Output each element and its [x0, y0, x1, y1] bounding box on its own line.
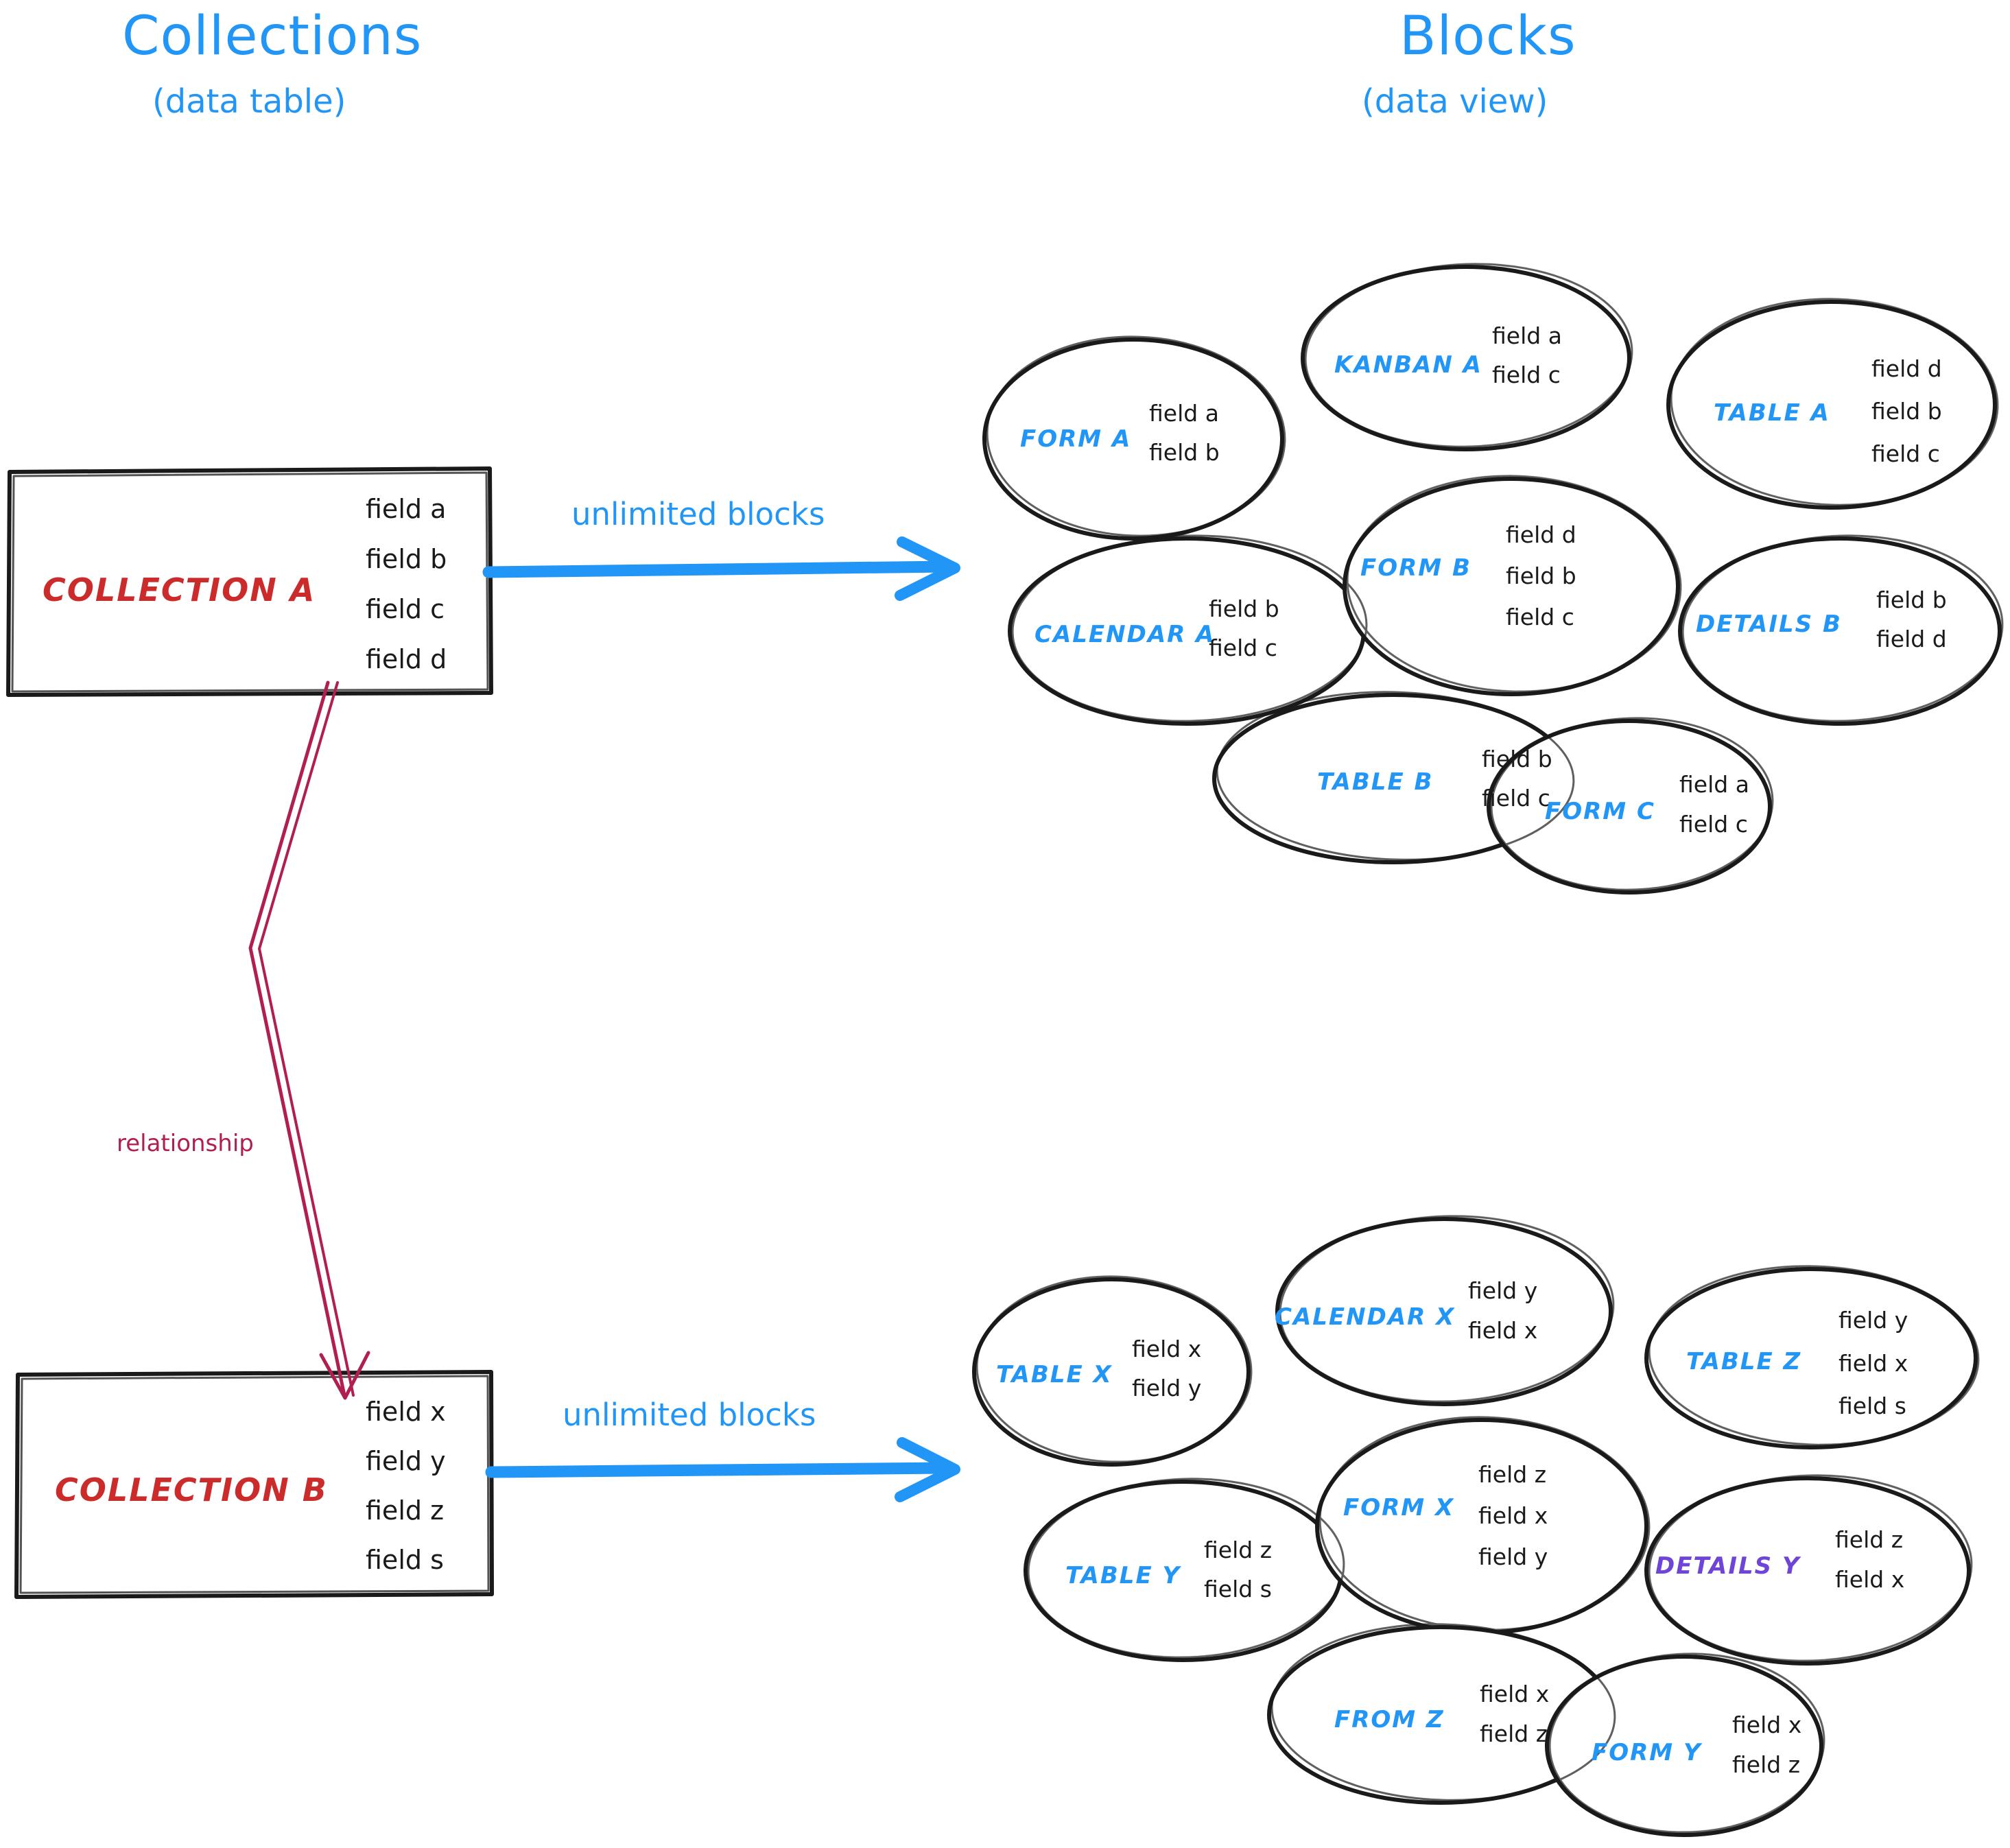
block-field-details-y-0: field z: [1835, 1526, 1904, 1553]
relationship-connector: [248, 680, 346, 1397]
block-field-form-a-1: field b: [1149, 439, 1220, 466]
block-label-table-x: TABLE X: [996, 1361, 1113, 1388]
block-field-kanban-a-1: field c: [1492, 362, 1561, 388]
block-ellipse-details-b: [1678, 536, 2002, 726]
block-label-calendar-x: CALENDAR X: [1275, 1303, 1456, 1331]
header-collections-subtitle: (data table): [152, 82, 346, 121]
arrow-label-a: unlimited blocks: [571, 496, 825, 532]
block-field-form-x-0: field z: [1478, 1461, 1547, 1488]
block-ellipse-form-b: [1343, 477, 1680, 696]
collection-a-field-3: field d: [366, 644, 447, 674]
block-field-calendar-x-0: field y: [1468, 1277, 1538, 1304]
block-ellipse-calendar-x: [1275, 1217, 1613, 1406]
collection-a-field-1: field b: [366, 544, 447, 574]
collection-a-name: COLLECTION A: [43, 571, 316, 608]
block-field-from-z-1: field z: [1480, 1720, 1548, 1747]
block-ellipse-kanban-a: [1301, 265, 1631, 451]
block-field-form-b-1: field b: [1506, 562, 1576, 589]
block-ellipse-table-x: [972, 1277, 1251, 1467]
block-field-table-b-1: field c: [1482, 785, 1550, 812]
block-field-details-b-1: field d: [1876, 626, 1947, 652]
collection-a-box-outline: [6, 466, 493, 697]
block-field-calendar-a-0: field b: [1209, 595, 1279, 622]
block-field-table-z-2: field s: [1838, 1393, 1906, 1419]
block-field-table-a-1: field b: [1871, 398, 1942, 425]
collection-b-name: COLLECTION B: [55, 1471, 328, 1508]
block-field-from-z-0: field x: [1480, 1681, 1550, 1707]
block-field-calendar-a-1: field c: [1209, 635, 1277, 661]
arrow-label-b: unlimited blocks: [563, 1397, 816, 1433]
block-field-calendar-x-1: field x: [1468, 1317, 1538, 1344]
block-ellipse-details-y: [1644, 1476, 1971, 1666]
block-field-table-x-1: field y: [1132, 1375, 1202, 1401]
block-ellipse-form-y: [1545, 1655, 1823, 1837]
header-blocks-subtitle: (data view): [1362, 82, 1548, 121]
relationship-arrowhead: [319, 1351, 370, 1400]
block-ellipse-form-a: [982, 337, 1284, 541]
block-field-form-b-0: field d: [1506, 521, 1576, 548]
block-label-table-b: TABLE B: [1317, 768, 1434, 796]
block-field-table-y-1: field s: [1204, 1576, 1272, 1602]
block-label-table-a: TABLE A: [1714, 399, 1830, 427]
block-field-table-y-0: field z: [1204, 1537, 1273, 1563]
block-field-table-z-0: field y: [1838, 1307, 1908, 1334]
block-label-form-y: FORM Y: [1592, 1739, 1702, 1766]
collection-a-field-2: field c: [366, 594, 445, 624]
relationship-label: relationship: [117, 1130, 254, 1157]
collection-b-field-1: field y: [366, 1446, 446, 1476]
block-field-form-a-0: field a: [1149, 400, 1219, 427]
block-field-form-x-1: field x: [1478, 1502, 1548, 1529]
collection-a-field-0: field a: [366, 494, 447, 524]
block-field-details-b-0: field b: [1876, 587, 1947, 613]
block-label-form-b: FORM B: [1360, 554, 1471, 582]
header-collections-title: Collections: [122, 5, 423, 67]
block-label-calendar-a: CALENDAR A: [1034, 621, 1216, 648]
block-field-table-b-0: field b: [1482, 746, 1552, 772]
block-field-table-x-0: field x: [1132, 1336, 1202, 1362]
block-field-form-b-2: field c: [1506, 604, 1574, 630]
collection-b-box-outline: [14, 1370, 494, 1599]
block-label-kanban-a: KANBAN A: [1334, 351, 1482, 379]
block-field-table-z-1: field x: [1838, 1350, 1908, 1377]
block-field-details-y-1: field x: [1835, 1566, 1905, 1593]
block-field-kanban-a-0: field a: [1492, 322, 1562, 349]
block-ellipse-table-z: [1644, 1267, 1978, 1449]
unlimited-blocks-arrow-b: [485, 1462, 953, 1478]
block-label-form-x: FORM X: [1343, 1494, 1455, 1521]
block-label-form-a: FORM A: [1020, 425, 1132, 453]
block-field-form-y-1: field z: [1732, 1751, 1801, 1778]
block-field-form-c-0: field a: [1679, 771, 1749, 798]
block-ellipse-form-c: [1487, 719, 1772, 895]
collection-b-field-3: field s: [366, 1545, 444, 1575]
block-field-table-a-0: field d: [1871, 355, 1942, 382]
block-label-table-y: TABLE Y: [1065, 1562, 1181, 1589]
block-ellipse-table-a: [1666, 300, 1997, 510]
block-field-form-x-2: field y: [1478, 1543, 1548, 1570]
block-field-table-a-2: field c: [1871, 440, 1940, 467]
block-field-form-c-1: field c: [1679, 811, 1748, 838]
block-label-details-y: DETAILS Y: [1655, 1552, 1801, 1580]
block-label-table-z: TABLE Z: [1686, 1348, 1802, 1375]
block-label-details-b: DETAILS B: [1696, 611, 1842, 638]
unlimited-blocks-arrow-a: [482, 560, 953, 578]
block-field-form-y-0: field x: [1732, 1711, 1802, 1738]
collection-b-field-0: field x: [366, 1397, 446, 1427]
collection-b-field-2: field z: [366, 1495, 445, 1526]
block-label-form-c: FORM C: [1545, 798, 1655, 825]
block-label-from-z: FROM Z: [1334, 1706, 1445, 1733]
header-blocks-title: Blocks: [1399, 5, 1576, 67]
